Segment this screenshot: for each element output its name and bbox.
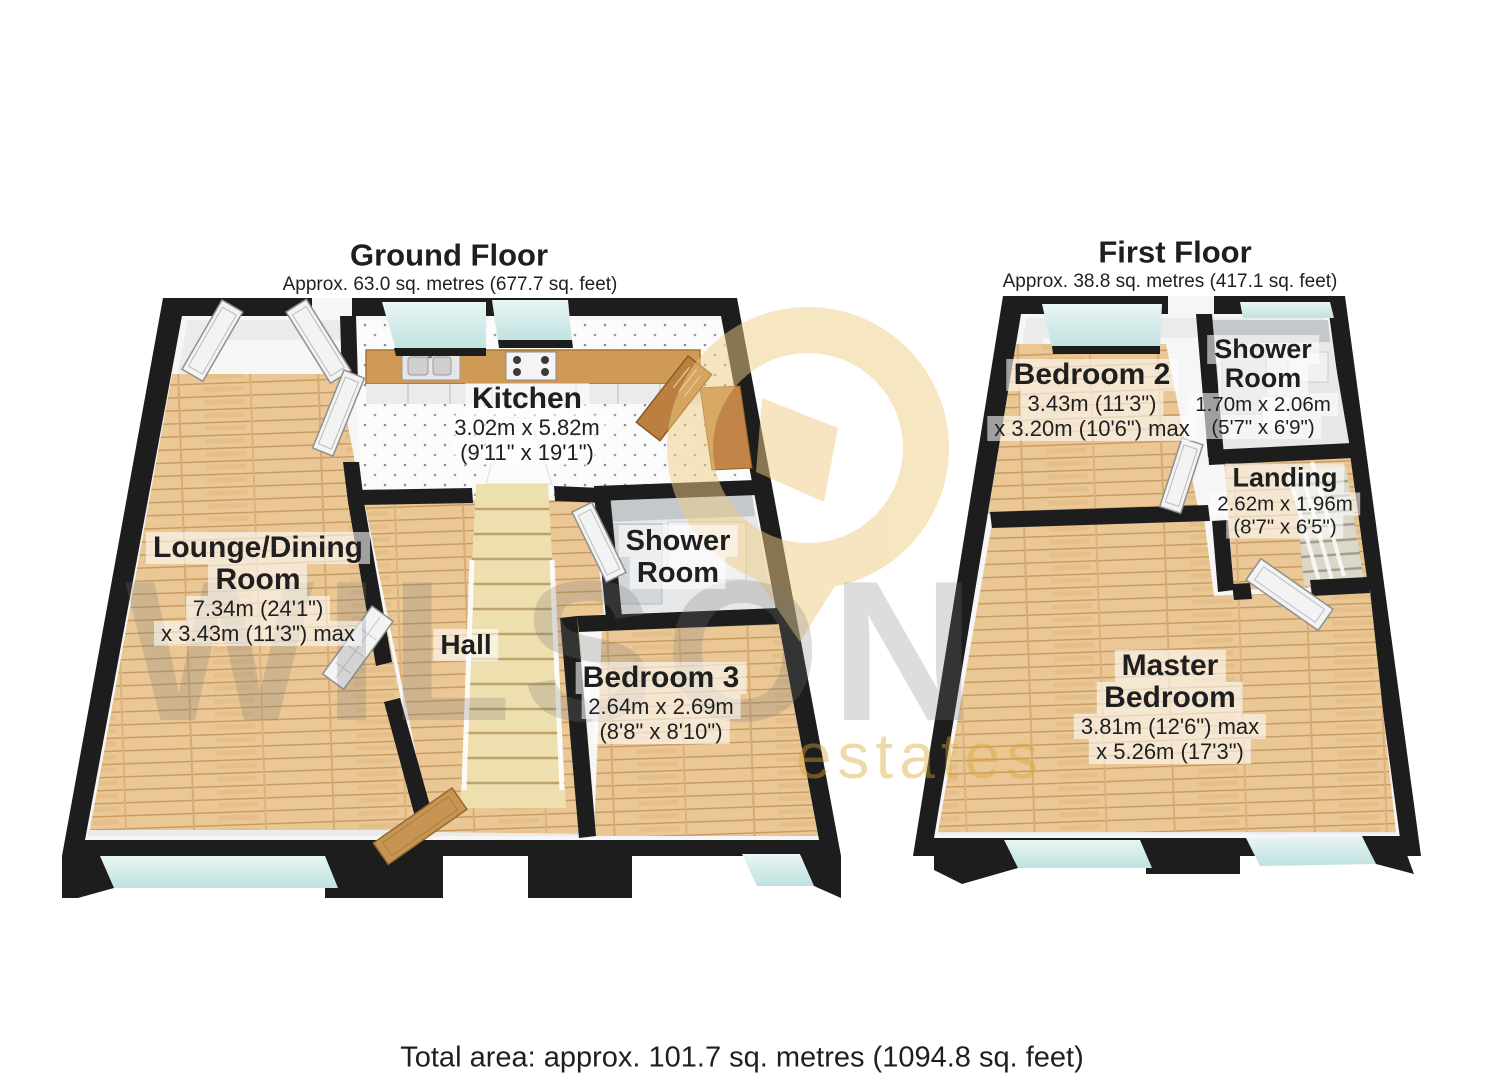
gf-stair-flight bbox=[460, 484, 566, 808]
window-glass bbox=[742, 854, 814, 886]
gf-wall-stub-right bbox=[528, 852, 632, 898]
sink-icon bbox=[401, 351, 461, 381]
window-glass bbox=[382, 302, 486, 350]
door-panel bbox=[284, 298, 352, 385]
first-floor-plan bbox=[913, 296, 1421, 884]
ff-windows bbox=[934, 302, 1414, 884]
ground-floor-plan bbox=[62, 298, 841, 898]
ff-interior-walls bbox=[990, 314, 1370, 600]
ff-wall-stub bbox=[1146, 836, 1240, 874]
door-panel bbox=[1158, 437, 1204, 515]
ff-basin-unit bbox=[1287, 351, 1329, 383]
window-glass bbox=[1240, 302, 1334, 318]
door-panel bbox=[1244, 557, 1335, 632]
door-panel bbox=[180, 298, 244, 383]
door-panel bbox=[570, 501, 627, 584]
gf-doorway-opening bbox=[312, 298, 352, 316]
window-glass bbox=[1246, 836, 1376, 866]
gf-doors bbox=[180, 298, 713, 866]
ff-doorway-opening bbox=[1168, 296, 1214, 314]
gf-windows bbox=[62, 300, 841, 898]
back-door-panel bbox=[372, 786, 468, 866]
window-glass bbox=[1004, 840, 1152, 868]
kitchen-cabinets bbox=[366, 384, 700, 404]
window-glass bbox=[100, 856, 338, 888]
ff-shower-far-wall bbox=[1212, 320, 1330, 344]
hob-icon bbox=[505, 351, 557, 381]
ff-shower-cubicle bbox=[1221, 347, 1267, 415]
window-glass bbox=[492, 300, 572, 342]
ff-doors bbox=[1158, 437, 1335, 632]
gf-wall-stub-left bbox=[325, 852, 443, 898]
watermark-logo-icon bbox=[667, 307, 949, 642]
ff-toilet bbox=[1261, 395, 1291, 433]
door-panel bbox=[311, 369, 366, 458]
window-glass bbox=[1042, 304, 1162, 348]
watermark: WILSON estates bbox=[125, 307, 1044, 792]
gf-stair-steps bbox=[461, 507, 565, 785]
watermark-tagline-text: estates bbox=[796, 720, 1044, 792]
